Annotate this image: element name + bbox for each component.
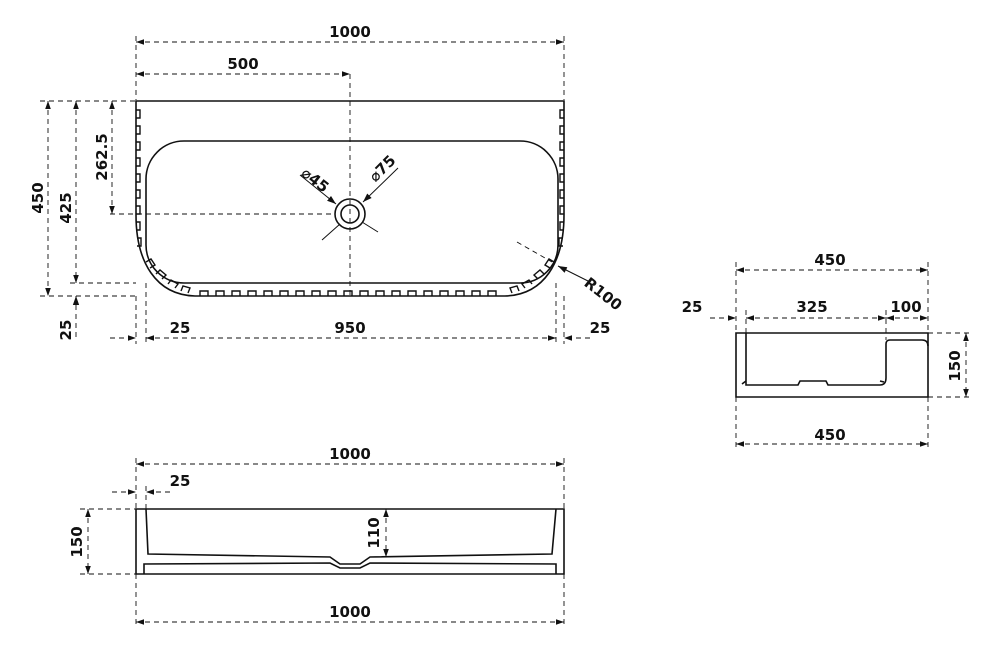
side-height: 150 [946,350,964,381]
top-corner-radius: R100 [581,274,626,315]
side-basin-width: 325 [796,298,827,316]
top-right-margin: 25 [590,319,611,337]
side-view-outline [735,332,929,398]
top-height-overall: 450 [29,182,47,213]
side-view-cavity [745,333,929,386]
top-inner-width: 950 [334,319,365,337]
top-width-overall: 1000 [329,23,371,41]
top-bottom-margin: 25 [57,320,75,341]
front-view: 1000 25 150 110 1000 [68,445,565,628]
top-left-margin: 25 [170,319,191,337]
side-width-bottom: 450 [814,426,845,444]
front-basin-depth: 110 [365,517,383,548]
front-height: 150 [68,526,86,557]
side-wall-left: 25 [682,298,703,316]
front-width-bottom: 1000 [329,603,371,621]
side-deck-width: 100 [890,298,921,316]
top-view-basin [145,140,559,284]
side-view: 450 25 325 100 150 450 [682,251,972,450]
top-drain-offset: 500 [227,55,258,73]
front-wall: 25 [170,472,191,490]
top-view: 1000 500 450 425 262.5 25 25 950 25 [29,23,626,344]
front-width-top: 1000 [329,445,371,463]
top-drain-vertical: 262.5 [93,133,111,180]
top-view-flutes [136,109,564,296]
top-view-outline [135,100,565,297]
front-view-cavity [145,508,557,565]
side-width-top: 450 [814,251,845,269]
top-height-inner: 425 [57,192,75,223]
top-drain-inner-diameter: ⌀45 [298,164,333,197]
top-drain-outer-diameter: ⌀75 [366,152,400,186]
